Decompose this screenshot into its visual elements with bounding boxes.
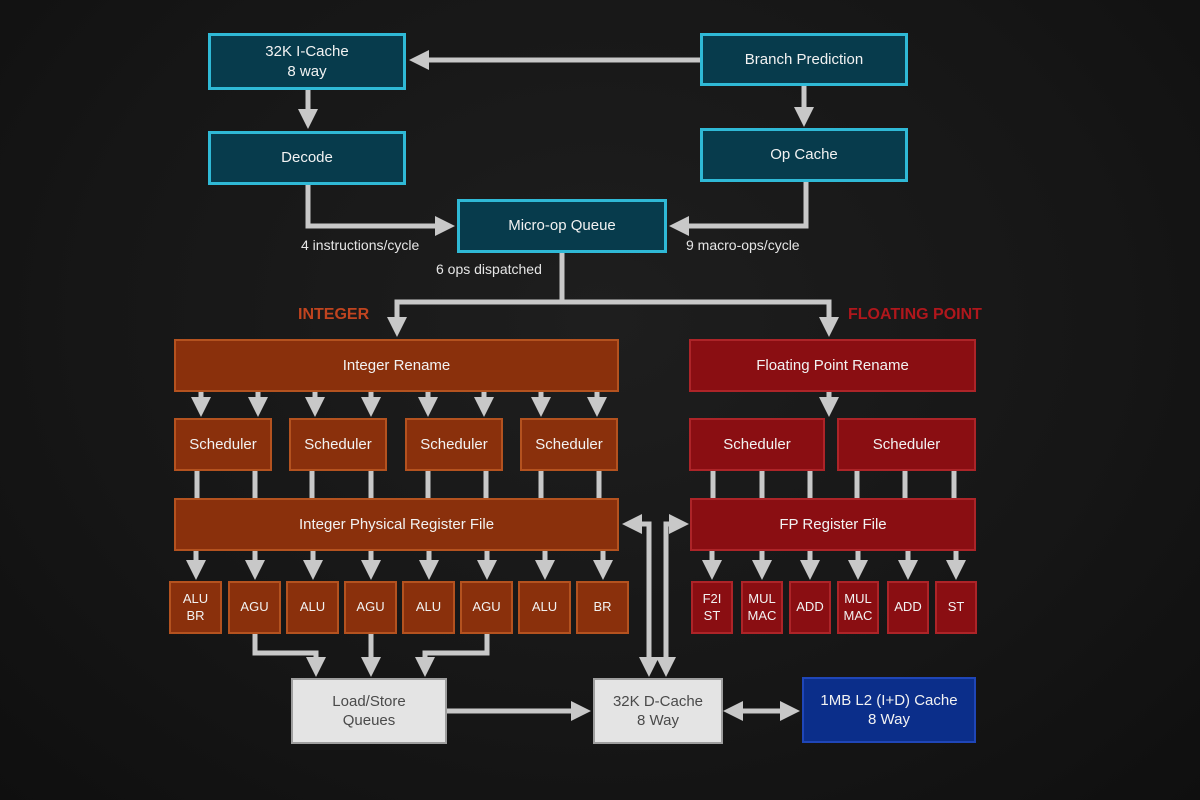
integer-execution-unit: AGU — [228, 581, 281, 634]
agu-to-lsq-arrow — [415, 634, 490, 677]
integer-rename-box: Integer Rename — [174, 339, 619, 392]
agu-to-lsq-arrow — [252, 634, 326, 677]
integer-section-label: INTEGER — [298, 306, 370, 323]
integer-execution-unit: AGU — [460, 581, 513, 634]
fp-execution-unit: ADD — [789, 581, 831, 634]
integer-execution-unit: ALU — [518, 581, 571, 634]
fp-register-file-box: FP Register File — [690, 498, 976, 551]
fp-section-label: FLOATING POINT — [848, 306, 982, 323]
integer-register-file-box: Integer Physical Register File — [174, 498, 619, 551]
opcache-to-queue-arrow — [669, 182, 809, 236]
op-cache-box: Op Cache — [700, 128, 908, 182]
fp-scheduler-box: Scheduler — [689, 418, 825, 471]
fp-execution-unit: MUL MAC — [837, 581, 879, 634]
queue-to-integer-arrow — [387, 253, 565, 337]
integer-scheduler-box: Scheduler — [289, 418, 387, 471]
dcache-box: 32K D-Cache 8 Way — [593, 678, 723, 744]
branch-prediction-box: Branch Prediction — [700, 33, 908, 86]
l2-cache-box: 1MB L2 (I+D) Cache 8 Way — [802, 677, 976, 743]
integer-execution-unit: ALU — [402, 581, 455, 634]
op-cache-rate-label: 9 macro-ops/cycle — [686, 237, 800, 253]
fp-execution-unit: F2I ST — [691, 581, 733, 634]
fp-scheduler-box: Scheduler — [837, 418, 976, 471]
dcache-to-int-regfile-arrow — [622, 514, 652, 668]
fp-execution-unit: ADD — [887, 581, 929, 634]
integer-execution-unit: ALU — [286, 581, 339, 634]
integer-scheduler-box: Scheduler — [174, 418, 272, 471]
fp-execution-unit: MUL MAC — [741, 581, 783, 634]
fp-rename-box: Floating Point Rename — [689, 339, 976, 392]
integer-execution-unit: ALU BR — [169, 581, 222, 634]
dispatch-rate-label: 6 ops dispatched — [436, 261, 542, 277]
integer-scheduler-box: Scheduler — [405, 418, 503, 471]
load-store-queues-box: Load/Store Queues — [291, 678, 447, 744]
micro-op-queue-box: Micro-op Queue — [457, 199, 667, 253]
decode-to-queue-arrow — [305, 185, 455, 236]
integer-execution-unit: AGU — [344, 581, 397, 634]
decode-rate-label: 4 instructions/cycle — [301, 237, 420, 253]
integer-execution-unit: BR — [576, 581, 629, 634]
integer-scheduler-box: Scheduler — [520, 418, 618, 471]
icache-box: 32K I-Cache 8 way — [208, 33, 406, 90]
fp-execution-unit: ST — [935, 581, 977, 634]
decode-box: Decode — [208, 131, 406, 185]
queue-to-fp-arrow — [562, 299, 839, 337]
